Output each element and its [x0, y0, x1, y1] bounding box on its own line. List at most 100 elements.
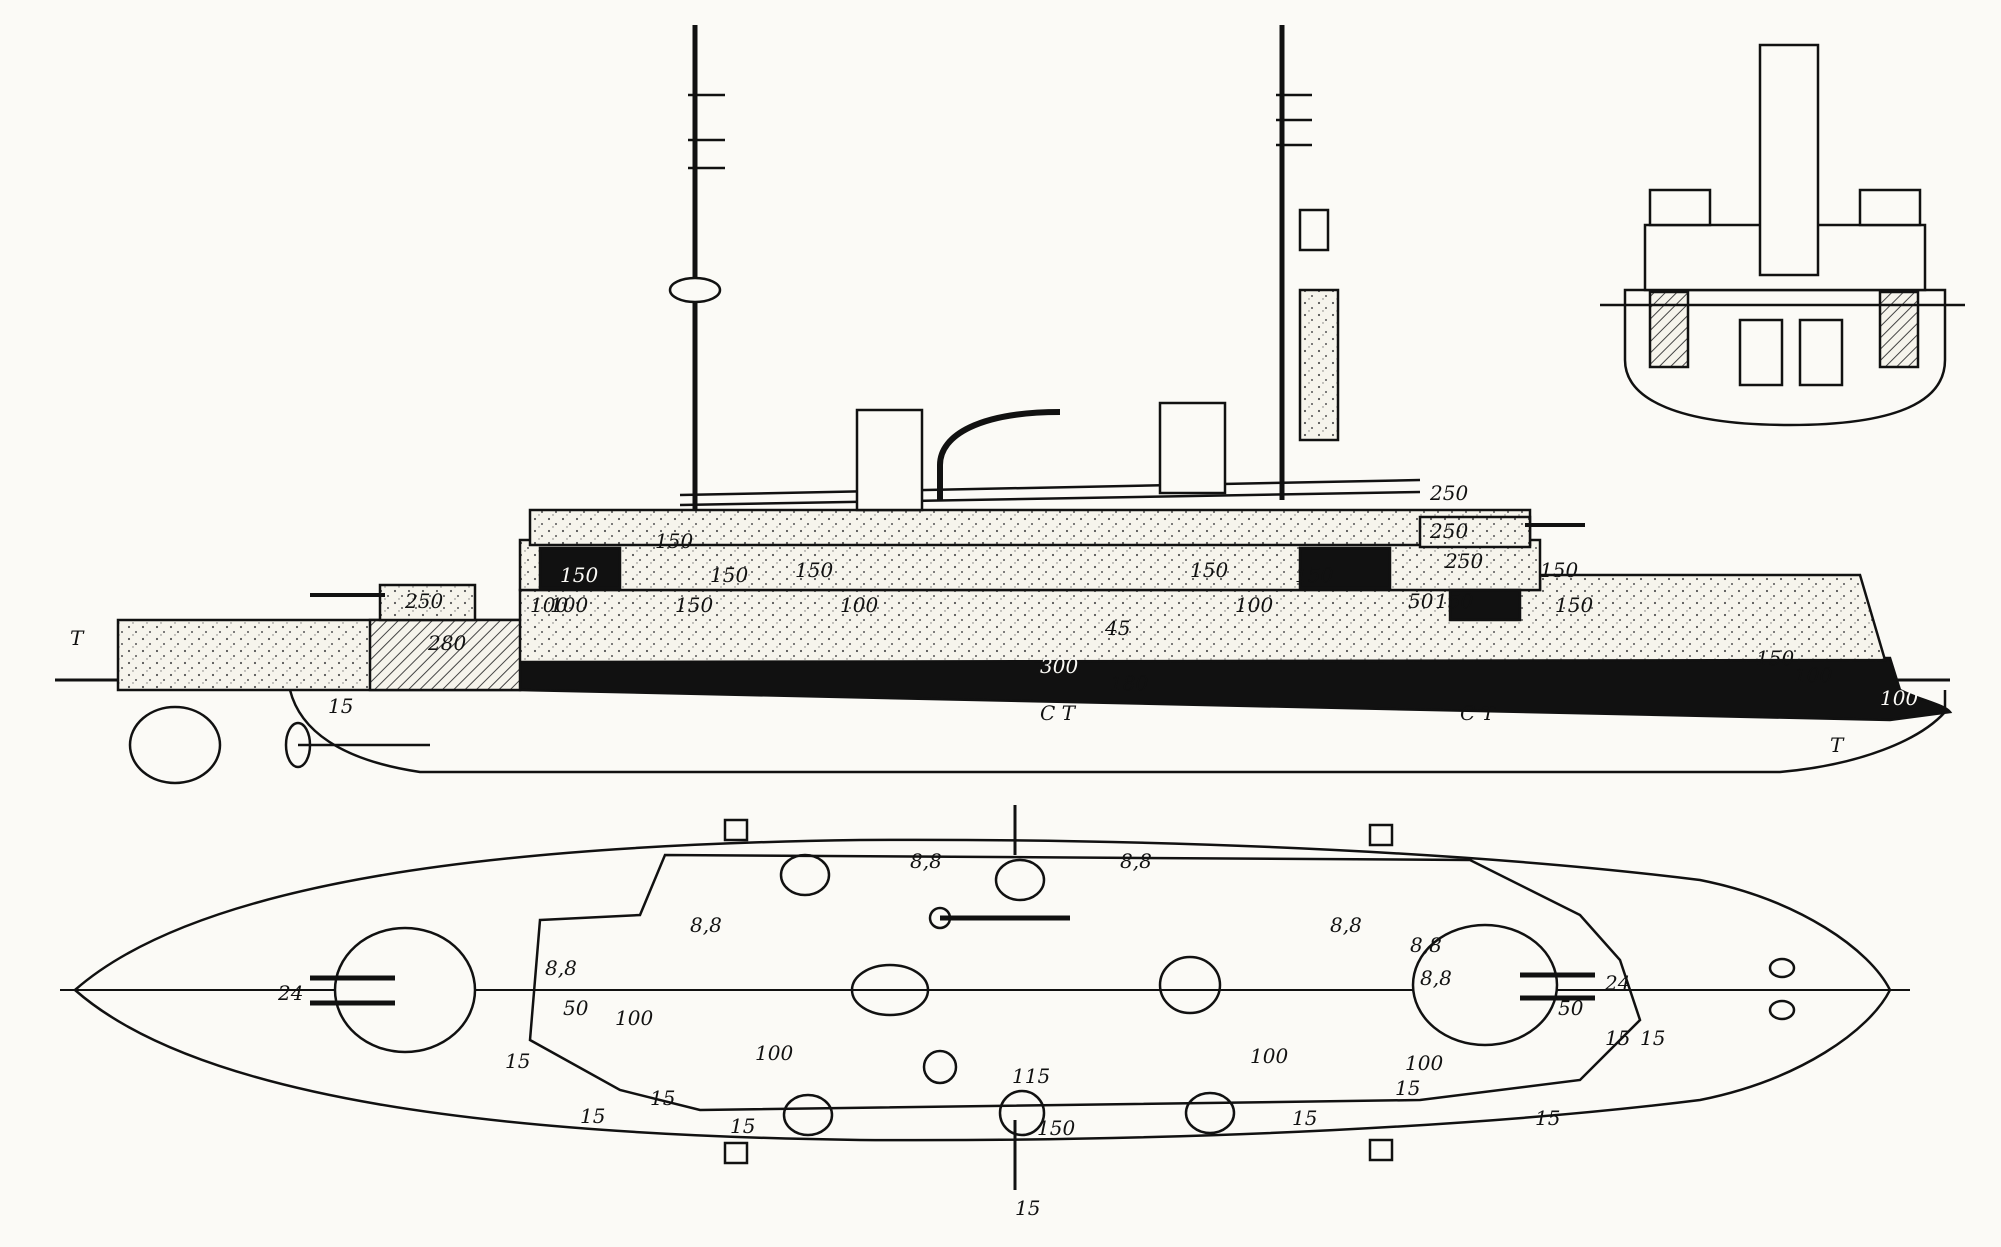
label-cas-150-b: 150	[655, 529, 693, 553]
plan-mast-fwd	[994, 858, 1046, 902]
section-boiler-right	[1798, 318, 1844, 387]
label-t-bow: T	[1830, 733, 1845, 757]
label-sec-88-1: 8,8	[690, 913, 722, 937]
label-stern-15: 15	[328, 694, 353, 718]
label-g15-f: 15	[1292, 1106, 1317, 1130]
label-bow-100: 100	[1880, 686, 1918, 710]
fore-mast-top	[1298, 288, 1340, 442]
label-belt-100: 100	[1794, 663, 1832, 687]
label-gun-24-aft: 24	[277, 981, 303, 1005]
section-hull	[1623, 288, 1947, 427]
label-g15-g: 15	[1395, 1076, 1420, 1100]
section-turret-right	[1858, 188, 1922, 227]
label-arm-100-b: 100	[1250, 1044, 1288, 1068]
label-g15-c: 15	[650, 1086, 675, 1110]
aft-turret	[378, 583, 477, 622]
casemate-block-mid	[1298, 546, 1392, 590]
plan-superstructure	[528, 853, 1642, 1112]
label-g15-j: 15	[1605, 1026, 1630, 1050]
label-arm-150: 150	[1037, 1116, 1075, 1140]
label-cas-150-h: 150	[675, 593, 713, 617]
fwd-funnel	[1158, 401, 1227, 495]
plan-hawse-1	[1768, 957, 1796, 979]
label-arm-100-a: 100	[755, 1041, 793, 1065]
cross-section	[1600, 43, 1965, 427]
label-arm-115: 115	[1012, 1064, 1050, 1088]
label-cas-150-f: 150	[1295, 563, 1333, 587]
boat-deck	[679, 478, 1421, 497]
plan-boat-1	[723, 818, 749, 842]
label-sec-88-5: 8,8	[1330, 913, 1362, 937]
plan-crane-base	[928, 906, 952, 930]
label-sec-88-7: 8,8	[1420, 966, 1452, 990]
label-sec-88-6: 8,8	[1410, 933, 1442, 957]
label-stern-280: 280	[427, 631, 466, 655]
plan-fwd-funnel	[1158, 955, 1222, 1015]
plan-casemate-1	[782, 1093, 834, 1137]
boat-deck-rail	[679, 490, 1421, 507]
profile-labels: T T C T C T 300 180 150 100 100 280 15 2…	[70, 481, 1918, 757]
fore-mast-lantern	[1298, 208, 1330, 252]
label-t-stern: T	[70, 626, 85, 650]
plan-steering-wheel	[922, 1049, 958, 1085]
label-cas-100-c: 100	[530, 593, 568, 617]
aft-funnel	[855, 408, 924, 512]
section-armour-right	[1878, 290, 1920, 369]
label-g15-e: 15	[1015, 1196, 1040, 1220]
label-sec-88-3: 8,8	[910, 849, 942, 873]
label-arm-50-fwd: 50	[1558, 996, 1584, 1020]
label-ct-2: C T	[1460, 701, 1497, 725]
label-cas-150-e: 150	[1190, 558, 1228, 582]
superstructure-upper	[528, 508, 1532, 547]
plan-boat-2	[1368, 823, 1394, 847]
plan-casemate-3	[1184, 1091, 1236, 1135]
label-bridge-250: 250	[1429, 481, 1468, 505]
label-sec-88-2: 8,8	[545, 956, 577, 980]
label-arm-100-aft: 100	[615, 1006, 653, 1030]
label-g15-d: 15	[730, 1114, 755, 1138]
plan-labels: 24 24 8,8 8,8 8,8 8,8 8,8 8,8 8,8 50 100…	[277, 849, 1665, 1220]
label-cas-100-a: 100	[840, 593, 878, 617]
label-belt-150: 150	[1756, 646, 1794, 670]
plan-view	[60, 805, 1910, 1190]
plan-mast-aft	[779, 853, 831, 897]
label-belt-180: 180	[1110, 671, 1148, 695]
section-boiler-left	[1738, 318, 1784, 387]
label-ct-1: C T	[1040, 701, 1077, 725]
casemate-block-aft	[538, 546, 622, 590]
rudder	[128, 705, 222, 785]
lower-hull	[288, 689, 1947, 774]
label-hull-45: 45	[1104, 616, 1130, 640]
crane	[937, 409, 1061, 500]
label-fwd-turret: 250	[1429, 519, 1468, 543]
label-g15-a: 15	[505, 1049, 530, 1073]
section-armour-left	[1648, 290, 1690, 369]
label-aft-turret: 250	[404, 589, 443, 613]
label-cas-50: 50	[1408, 589, 1434, 613]
stern-hatch	[368, 618, 522, 692]
casemate-block-fwd	[1448, 588, 1522, 622]
label-cas-150-a: 150	[560, 563, 598, 587]
section-turret-left	[1648, 188, 1712, 227]
plan-aft-funnel	[850, 963, 930, 1017]
label-arm-50-aft: 50	[563, 996, 589, 1020]
label-cas-100-b: 100	[1235, 593, 1273, 617]
label-cas-150-j: 150	[1555, 593, 1593, 617]
label-sec-88-4: 8,8	[1120, 849, 1152, 873]
label-g15-i: 15	[1640, 1026, 1665, 1050]
plan-hawse-2	[1768, 999, 1796, 1021]
label-cas-150-d: 150	[795, 558, 833, 582]
label-g15-b: 15	[580, 1104, 605, 1128]
plan-fwd-turret	[1411, 923, 1559, 1047]
label-cas-150-c: 150	[710, 563, 748, 587]
label-cas-150-g: 150	[1540, 558, 1578, 582]
armour-belt	[518, 656, 1953, 722]
plan-boat-3	[723, 1141, 749, 1165]
label-gun-24-fwd: 24	[1604, 971, 1630, 995]
section-funnel	[1758, 43, 1820, 277]
label-g15-h: 15	[1535, 1106, 1560, 1130]
plan-boat-4	[1368, 1138, 1394, 1162]
label-belt-300: 300	[1040, 654, 1078, 678]
label-cas-150-i: 150	[1435, 589, 1473, 613]
